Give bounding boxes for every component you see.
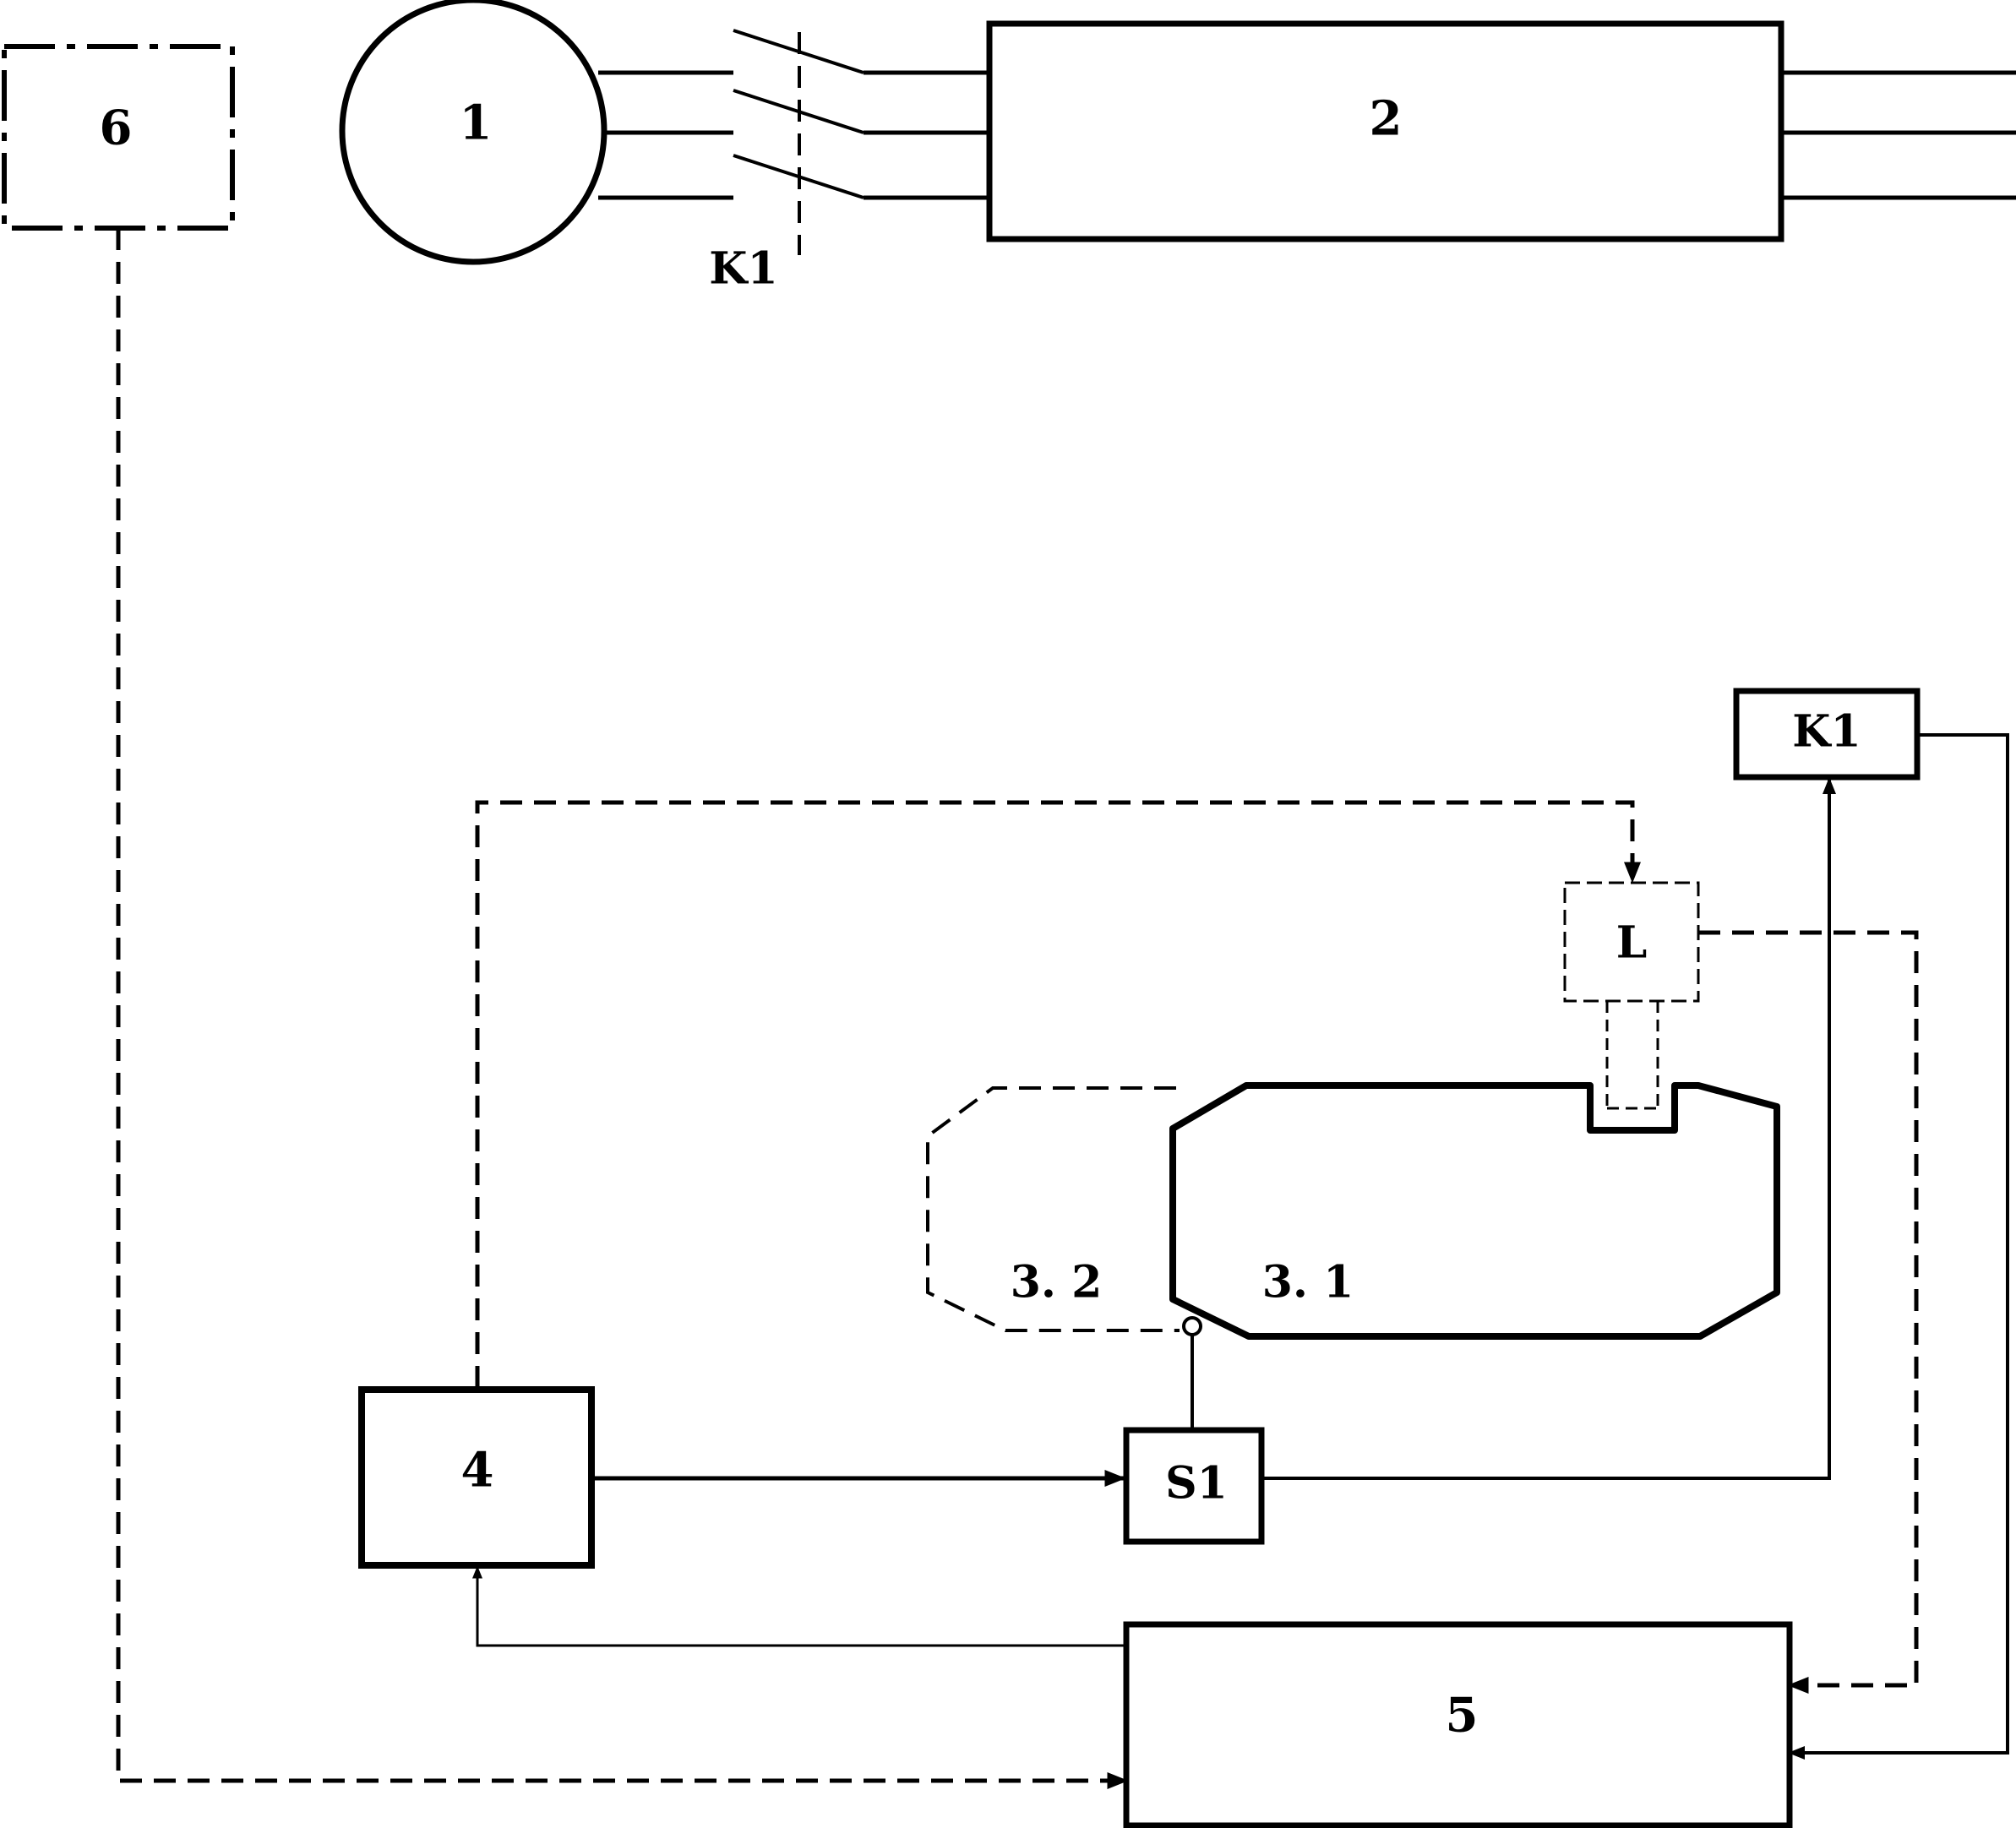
block-2-output-lines — [1781, 70, 2016, 200]
block-5-label: 5 — [1446, 1688, 1479, 1744]
line-6-to-5 — [116, 228, 1129, 1789]
line-s1-to-k1 — [1261, 777, 1836, 1480]
line-l-to-5 — [1698, 930, 1919, 1694]
block-s1-box — [1123, 1427, 1265, 1545]
block-2-label: 2 — [1370, 91, 1403, 147]
line-5-to-4 — [472, 1565, 1126, 1647]
part-3-1-label: 3. 1 — [1262, 1257, 1354, 1308]
switch-k1-label: K1 — [709, 243, 777, 295]
sensor-l-label: L — [1616, 917, 1648, 969]
motor-phase-lines — [598, 70, 733, 200]
block-4-label: 4 — [461, 1443, 494, 1499]
part-3-2-outline — [926, 1086, 1180, 1332]
block-s1-label: S1 — [1165, 1458, 1228, 1510]
pivot-point — [1182, 1316, 1202, 1336]
part-3-1-outline — [1169, 1082, 1780, 1340]
line-4-to-l — [475, 800, 1641, 1388]
relay-k1-label: K1 — [1792, 706, 1861, 758]
switch-to-block-2-lines — [864, 70, 989, 200]
line-k1-to-5 — [1788, 733, 2009, 1760]
block-5-box — [1123, 1621, 1793, 1828]
motor-1-label: 1 — [460, 95, 493, 151]
sensor-l-probe — [1605, 1001, 1659, 1110]
part-3-2-label: 3. 2 — [1011, 1257, 1103, 1308]
block-6-label: 6 — [100, 101, 133, 156]
